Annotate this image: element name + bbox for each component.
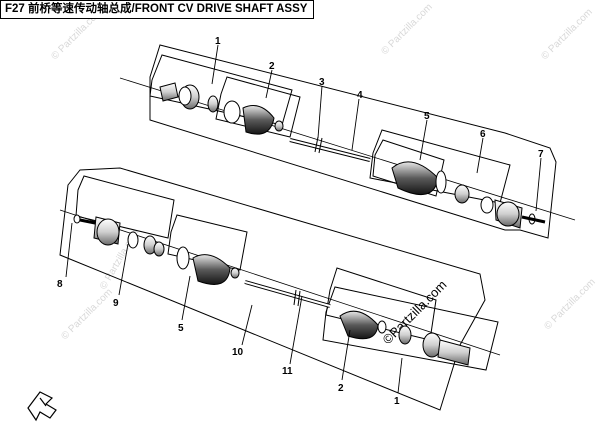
bottom-cv-housing-right <box>398 325 471 366</box>
callout-bot-1: 1 <box>394 396 400 407</box>
top-boot-left <box>242 105 284 135</box>
callout-bot-9: 9 <box>113 298 119 309</box>
top-boot-right <box>391 161 447 196</box>
callout-bot-8: 8 <box>57 279 63 290</box>
callout-top-1: 1 <box>215 36 221 47</box>
bottom-cv-housing-left <box>73 214 165 257</box>
callout-bot-5: 5 <box>178 323 184 334</box>
leader-lines <box>65 44 542 394</box>
callouts: 1 2 3 4 5 6 7 8 9 5 10 11 2 1 <box>57 36 544 407</box>
callout-bot-2: 2 <box>338 383 344 394</box>
watermark-5: © Partzilla.com <box>59 287 114 342</box>
top-assembly <box>119 44 576 239</box>
callout-top-3: 3 <box>319 77 325 88</box>
watermark-2: © Partzilla.com <box>379 2 434 57</box>
diagram-title: F27 前桥等速传动轴总成/FRONT CV DRIVE SHAFT ASSY <box>0 0 315 19</box>
watermarks: © Partzilla.com © Partzilla.com © Partzi… <box>49 2 597 347</box>
callout-top-7: 7 <box>538 149 544 160</box>
top-cv-housing-left <box>159 82 219 113</box>
callout-top-5: 5 <box>424 111 430 122</box>
top-shaft <box>289 136 371 162</box>
bottom-assembly <box>59 167 501 411</box>
bottom-boot-left <box>176 246 240 285</box>
front-direction-arrow-icon <box>27 391 57 422</box>
callout-top-2: 2 <box>269 61 275 72</box>
callout-top-6: 6 <box>480 129 486 140</box>
watermark-3: © Partzilla.com <box>539 7 594 62</box>
bottom-shaft <box>244 280 331 308</box>
callout-bot-11: 11 <box>282 366 293 377</box>
callout-top-4: 4 <box>357 90 363 101</box>
callout-bot-10: 10 <box>232 347 244 358</box>
top-cv-housing-right <box>454 184 546 229</box>
watermark-6: © Partzilla.com <box>542 277 597 332</box>
